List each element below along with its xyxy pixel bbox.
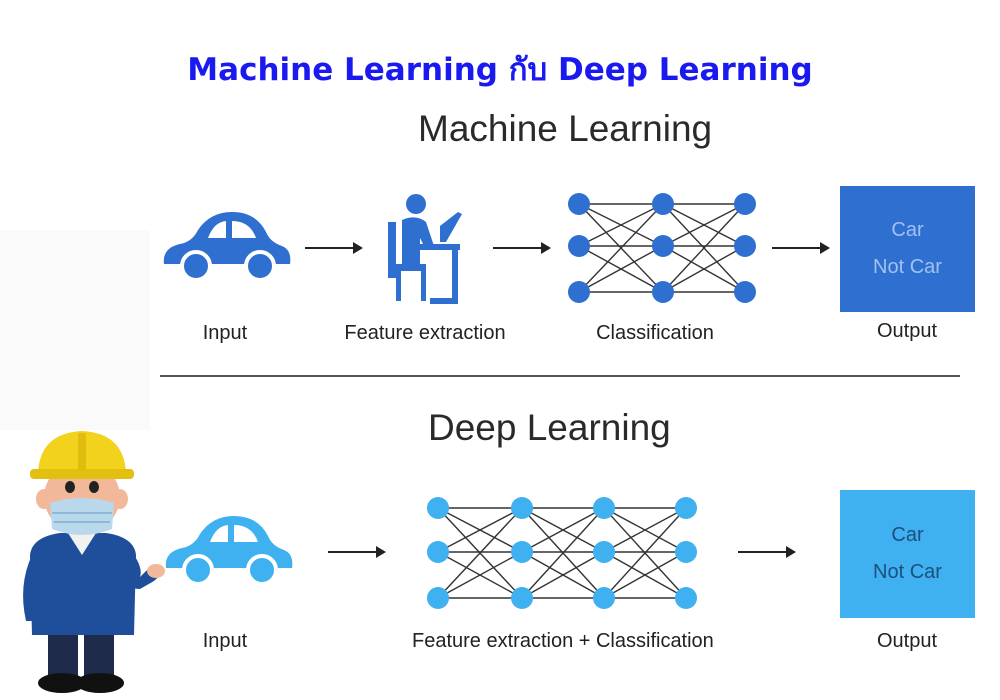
output-car-text: Car xyxy=(891,524,924,546)
car-icon xyxy=(163,212,291,282)
dl-output-box: Car Not Car xyxy=(840,490,975,618)
ml-classification-label: Classification xyxy=(596,322,714,344)
ml-heading: Machine Learning xyxy=(418,108,713,149)
engineer-character-icon xyxy=(23,431,165,693)
dl-feature-label: Feature extraction + Classification xyxy=(412,630,714,652)
dl-input-label: Input xyxy=(202,630,248,652)
output-not-car-text: Not Car xyxy=(873,256,942,278)
ml-input-label: Input xyxy=(202,322,248,344)
ml-output-box: Car Not Car xyxy=(840,186,975,312)
page-title: Machine Learning กับ Deep Learning xyxy=(187,52,813,88)
person-at-computer-icon xyxy=(388,194,462,304)
car-icon xyxy=(165,516,293,586)
output-not-car-text: Not Car xyxy=(873,561,942,583)
background-panel xyxy=(0,230,150,430)
section-divider xyxy=(160,375,960,377)
arrow-right-icon xyxy=(328,546,386,558)
arrow-right-icon xyxy=(772,242,830,254)
arrow-right-icon xyxy=(738,546,796,558)
arrow-right-icon xyxy=(305,242,363,254)
neural-network-icon xyxy=(568,193,756,303)
neural-network-icon xyxy=(427,497,697,609)
ml-feature-label: Feature extraction xyxy=(344,322,506,344)
dl-output-label: Output xyxy=(876,630,938,652)
ml-output-label: Output xyxy=(876,320,938,342)
output-car-text: Car xyxy=(891,219,924,241)
dl-heading: Deep Learning xyxy=(428,407,671,448)
arrow-right-icon xyxy=(493,242,551,254)
